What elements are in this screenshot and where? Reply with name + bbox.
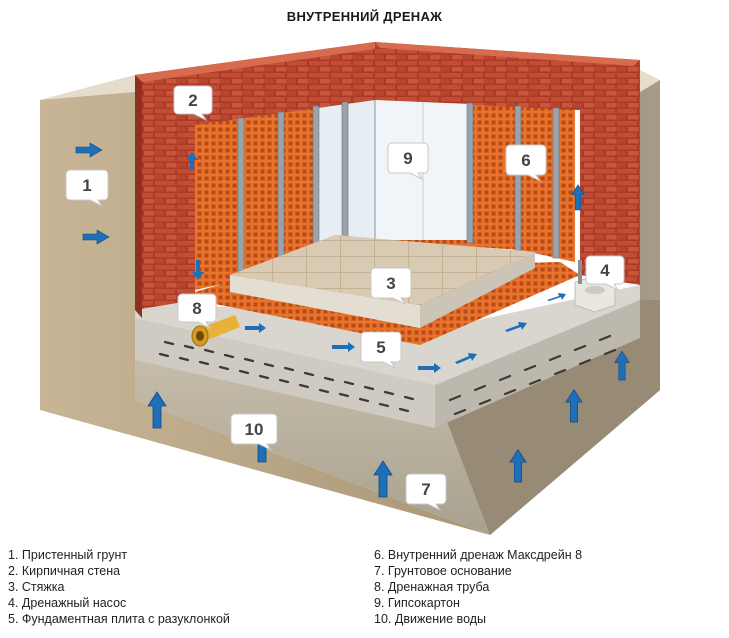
screed-front bbox=[230, 275, 420, 328]
callout-8: 8 bbox=[177, 293, 217, 330]
drainage-illustration: 1 2 3 4 5 6 7 8 9 10 bbox=[40, 42, 660, 535]
legend-item: 6. Внутренний дренаж Максдрейн 8 bbox=[374, 548, 583, 562]
callout-6: 6 bbox=[505, 144, 547, 183]
legend-item: 8. Дренажная труба bbox=[374, 580, 490, 594]
callout-4: 4 bbox=[585, 255, 625, 292]
callout-9-label: 9 bbox=[403, 149, 412, 168]
callout-10: 10 bbox=[230, 413, 278, 452]
screed-side bbox=[420, 252, 535, 328]
callout-1: 1 bbox=[65, 169, 109, 208]
metal-studs bbox=[237, 101, 560, 279]
legend-item: 9. Гипсокартон bbox=[374, 596, 460, 610]
callout-2-label: 2 bbox=[188, 91, 197, 110]
slab-perforations bbox=[158, 334, 617, 416]
callout-7: 7 bbox=[405, 473, 447, 512]
callout-8-label: 8 bbox=[192, 299, 201, 318]
callout-3: 3 bbox=[370, 267, 412, 306]
callout-5: 5 bbox=[360, 331, 402, 370]
legend-right: 6. Внутренний дренаж Максдрейн 8 7. Грун… bbox=[374, 547, 582, 627]
legend-item: 3. Стяжка bbox=[8, 580, 65, 594]
legend-item: 10. Движение воды bbox=[374, 612, 487, 626]
legend-item: 4. Дренажный насос bbox=[8, 596, 127, 610]
callout-5-label: 5 bbox=[376, 338, 385, 357]
drainage-pipe bbox=[191, 315, 240, 347]
callout-9: 9 bbox=[387, 142, 429, 181]
legend-left: 1. Пристенный грунт 2. Кирпичная стена 3… bbox=[8, 547, 230, 627]
callout-6-label: 6 bbox=[521, 151, 530, 170]
callout-4-label: 4 bbox=[600, 261, 610, 280]
foundation-slab-front bbox=[135, 318, 435, 428]
legend-item: 5. Фундаментная плита с разуклонкой bbox=[8, 612, 230, 626]
callout-2: 2 bbox=[173, 85, 213, 122]
callout-3-label: 3 bbox=[386, 274, 395, 293]
drainage-pump bbox=[574, 260, 616, 313]
brick-wall-right bbox=[375, 42, 640, 285]
callout-10-label: 10 bbox=[245, 420, 264, 439]
legend-item: 1. Пристенный грунт bbox=[8, 548, 128, 562]
legend-item: 2. Кирпичная стена bbox=[8, 564, 121, 578]
legend-item: 7. Грунтовое основание bbox=[374, 564, 512, 578]
water-arrows bbox=[75, 142, 630, 498]
callout-1-label: 1 bbox=[82, 176, 91, 195]
foundation-slab-side bbox=[435, 300, 640, 428]
soil-left-face bbox=[40, 75, 490, 535]
callout-7-label: 7 bbox=[421, 480, 430, 499]
diagram-title: ВНУТРЕННИЙ ДРЕНАЖ bbox=[286, 9, 443, 24]
